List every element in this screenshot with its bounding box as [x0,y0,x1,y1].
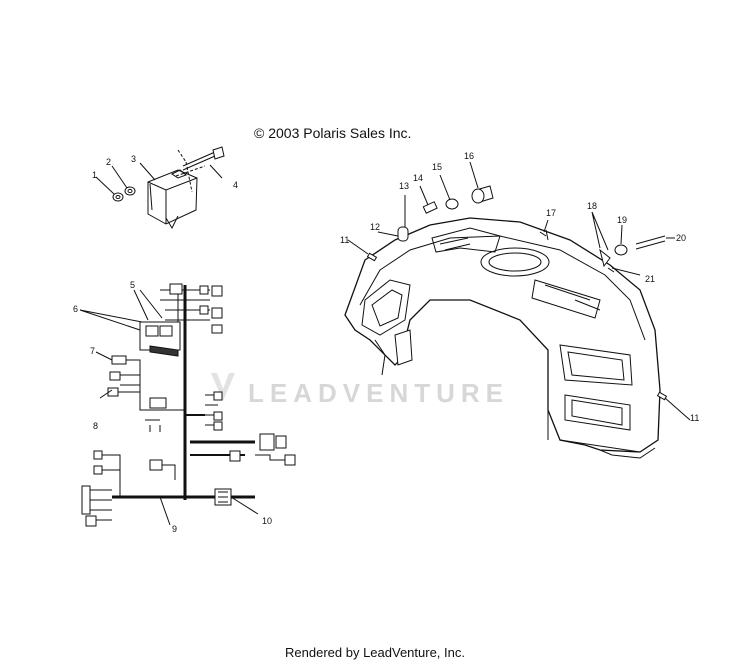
callout-14: 14 [413,173,423,183]
callout-6: 6 [73,304,78,314]
callout-12: 12 [370,222,380,232]
callout-18: 18 [587,201,597,211]
callout-19: 19 [617,215,627,225]
callout-17: 17 [546,208,556,218]
callout-7: 7 [90,346,95,356]
leadventure-logo-icon [211,373,235,401]
callout-13: 13 [399,181,409,191]
callout-11-right: 11 [690,413,699,423]
callout-10: 10 [262,516,272,526]
callout-3: 3 [131,154,136,164]
copyright-text: © 2003 Polaris Sales Inc. [254,125,412,141]
callout-16: 16 [464,151,474,161]
callout-4: 4 [233,180,238,190]
callout-1: 1 [92,170,97,180]
callout-9: 9 [172,524,177,534]
wiring-harness [79,283,296,527]
dash-panel [344,161,691,459]
regulator-assembly [95,146,225,230]
callout-8: 8 [93,421,98,431]
callout-labels: 1 2 3 4 5 6 7 8 9 10 11 12 13 14 15 16 1… [73,151,699,534]
footer-credit: Rendered by LeadVenture, Inc. [285,645,465,660]
callout-11: 11 [340,235,349,245]
callout-15: 15 [432,162,442,172]
callout-21: 21 [645,274,655,284]
callout-5: 5 [130,280,135,290]
callout-20: 20 [676,233,686,243]
watermark-text: LEADVENTURE [248,378,510,408]
callout-2: 2 [106,157,111,167]
